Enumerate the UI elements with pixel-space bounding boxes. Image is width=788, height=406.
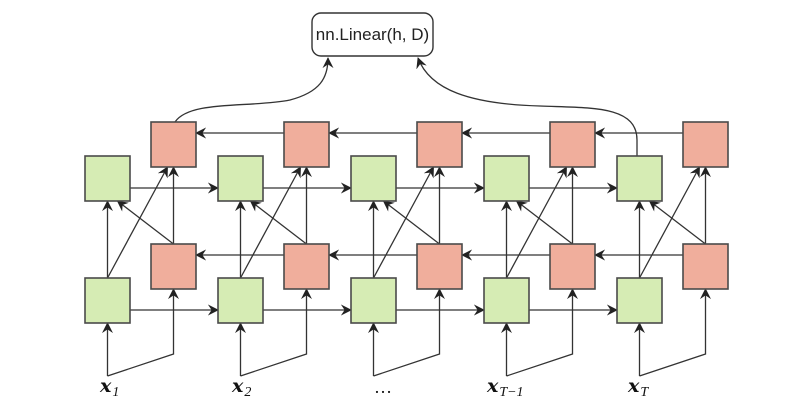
input-symbol: x1 (99, 375, 119, 400)
forward-cell (217, 155, 264, 202)
backward-cell (549, 243, 596, 290)
backward-l1-to-forward-l2-arrow (648, 200, 706, 245)
input-symbol: xT−1 (486, 375, 524, 400)
linear-output-node: nn.Linear(h, D) (311, 12, 434, 57)
input-subscript: 1 (112, 385, 119, 400)
linear-output-label: nn.Linear(h, D) (316, 25, 429, 44)
input-to-backward-arrow (639, 288, 711, 377)
input-symbol: x2 (231, 375, 251, 400)
input-label-tTm1: xT−1 (486, 375, 524, 400)
backward-l1-to-forward-l2-arrow (116, 200, 174, 245)
forward-cell (483, 277, 530, 324)
forward-l1-to-backward-l2-arrow (372, 166, 435, 279)
backward-l1-to-forward-l2-arrow (515, 200, 573, 245)
forward-cell (350, 155, 397, 202)
edges (102, 57, 711, 377)
input-subscript: T−1 (499, 385, 523, 400)
input-label-t2: x2 (231, 375, 251, 400)
input-subscript: T (640, 385, 649, 400)
backward-l1-to-forward-l2-arrow (249, 200, 307, 245)
backward-l1-to-forward-l2-arrow (382, 200, 440, 245)
forward-cell (616, 155, 663, 202)
forward-l1-to-backward-l2-arrow (638, 166, 701, 279)
linear-output-box (311, 12, 434, 57)
backward-cell (682, 243, 729, 290)
backward-cell (150, 121, 197, 168)
backward-cell (416, 243, 463, 290)
forward-cell (350, 277, 397, 324)
backward-cell (682, 121, 729, 168)
input-subscript: 2 (244, 385, 251, 400)
forward-l1-to-backward-l2-arrow (239, 166, 302, 279)
backward-cell (416, 121, 463, 168)
input-label-t1: x1 (99, 375, 119, 400)
forward-cell (483, 155, 530, 202)
forward-cell (84, 155, 131, 202)
forward-cell (616, 277, 663, 324)
backward-cell (283, 243, 330, 290)
ellipsis-label: … (374, 377, 392, 397)
forward-cell (84, 277, 131, 324)
forward-l1-to-backward-l2-arrow (505, 166, 568, 279)
input-label-tdots: … (374, 377, 392, 397)
input-to-backward-arrow (107, 288, 179, 377)
forward-l1-to-backward-l2-arrow (106, 166, 169, 279)
backward-cell (150, 243, 197, 290)
input-labels: x1 x2 … xT−1 xT (99, 375, 649, 400)
input-to-backward-arrow (373, 288, 445, 377)
backward-final-to-linear-arrow (174, 57, 334, 123)
input-label-tT: xT (627, 375, 649, 400)
forward-cell (217, 277, 264, 324)
cells (84, 121, 729, 324)
backward-cell (549, 121, 596, 168)
input-to-backward-arrow (240, 288, 312, 377)
input-to-backward-arrow (506, 288, 578, 377)
backward-cell (283, 121, 330, 168)
input-symbol: xT (627, 375, 649, 400)
forward-final-to-linear-arrow (416, 57, 638, 156)
